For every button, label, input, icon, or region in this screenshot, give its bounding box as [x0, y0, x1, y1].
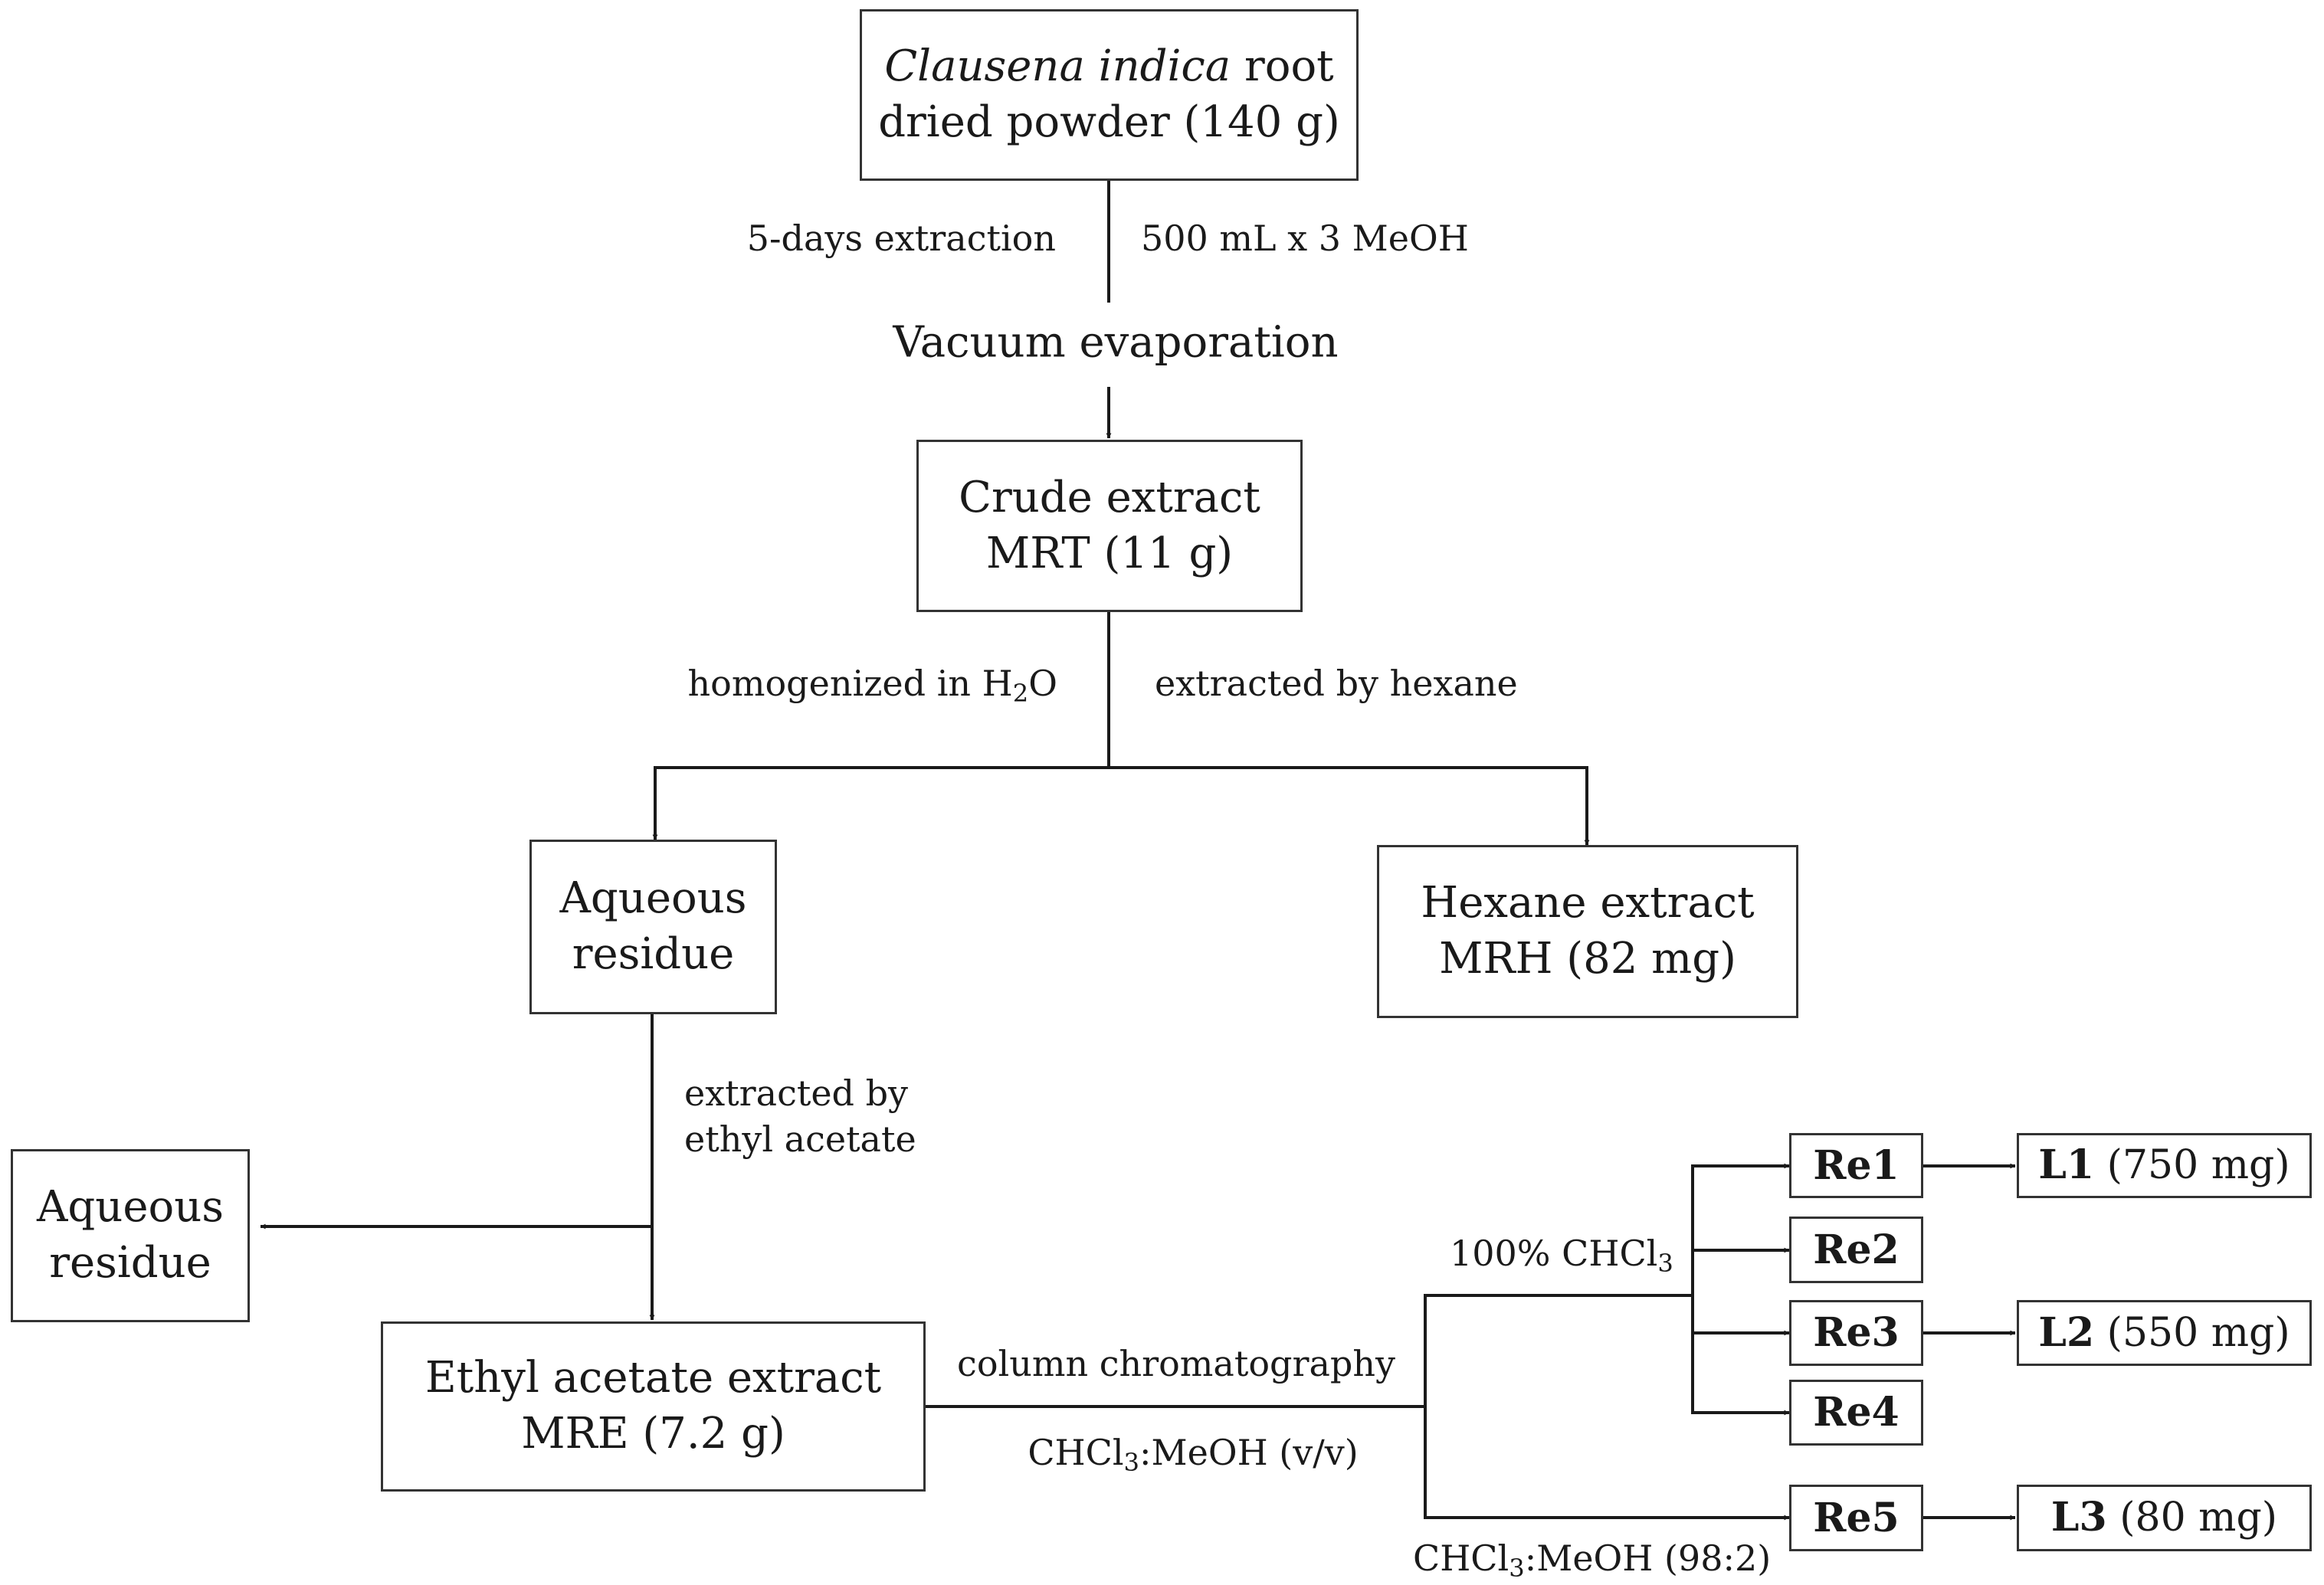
ethyl-acetate-extract-line1: Ethyl acetate extract	[424, 1353, 882, 1403]
mobile-phase-label: CHCl3:MeOH (v/v)	[1028, 1430, 1358, 1476]
fraction-re2-box: Re2	[1789, 1217, 1923, 1283]
crude-extract-line1: Crude extract	[959, 472, 1260, 522]
root-word: root	[1231, 41, 1334, 92]
compound-l2-name: L2	[2038, 1308, 2095, 1356]
chcl3-100-label: 100% CHCl3	[1450, 1231, 1673, 1277]
fraction-re2-label: Re2	[1813, 1226, 1900, 1273]
compound-l3-box: L3 (80 mg)	[2017, 1485, 2312, 1551]
vacuum-evaporation-label: Vacuum evaporation	[893, 317, 1339, 368]
aqueous-residue-2-line2: residue	[49, 1238, 211, 1288]
column-chromatography-label: column chromatography	[957, 1343, 1395, 1385]
compound-l2-line: L2 (550 mg)	[2038, 1307, 2290, 1360]
fraction-re4-label: Re4	[1813, 1389, 1900, 1436]
mobile-phase-text: CHCl	[1028, 1432, 1124, 1474]
homogenized-label: homogenized in H2O	[688, 661, 1057, 707]
hexane-extract-line2: MRH (82 mg)	[1439, 934, 1736, 984]
fraction-re1-box: Re1	[1789, 1133, 1923, 1198]
mobile-phase-subscript: 3	[1123, 1448, 1140, 1478]
fraction-re4-box: Re4	[1789, 1380, 1923, 1446]
extraction-time-label: 5-days extraction	[746, 218, 1056, 260]
compound-l3-amount: (80 mg)	[2106, 1495, 2278, 1541]
mobile-phase-text-end: :MeOH (v/v)	[1139, 1432, 1359, 1474]
species-name: Clausena indica	[884, 41, 1231, 92]
homogenized-text-end: O	[1028, 663, 1057, 705]
aqueous-residue-1-line2: residue	[572, 929, 735, 979]
extracted-ethyl-line1: extracted by	[684, 1072, 909, 1114]
aqueous-residue-2-box: Aqueous residue	[11, 1149, 250, 1322]
compound-l1-name: L1	[2038, 1141, 2095, 1189]
aqueous-residue-1-box: Aqueous residue	[529, 840, 777, 1014]
compound-l3-line: L3 (80 mg)	[2051, 1492, 2277, 1544]
root-powder-box: Clausena indica root dried powder (140 g…	[860, 9, 1359, 181]
fraction-re1-label: Re1	[1813, 1141, 1900, 1189]
homogenized-subscript: 2	[1012, 679, 1029, 709]
aqueous-residue-1-line1: Aqueous	[559, 873, 747, 924]
compound-l2-amount: (550 mg)	[2094, 1309, 2290, 1356]
fraction-re5-box: Re5	[1789, 1485, 1923, 1551]
compound-l2-box: L2 (550 mg)	[2017, 1300, 2312, 1366]
compound-l1-box: L1 (750 mg)	[2017, 1133, 2312, 1198]
chcl3-100-subscript: 3	[1657, 1249, 1673, 1279]
chcl3-982-text: CHCl	[1413, 1538, 1509, 1580]
hexane-extract-box: Hexane extract MRH (82 mg)	[1377, 845, 1798, 1018]
ethyl-acetate-extract-line2: MRE (7.2 g)	[521, 1409, 785, 1459]
fraction-re3-label: Re3	[1813, 1309, 1900, 1357]
compound-l1-amount: (750 mg)	[2094, 1142, 2290, 1189]
chcl3-982-label: CHCl3:MeOH (98:2)	[1413, 1536, 1771, 1582]
root-powder-line1: Clausena indica root	[884, 39, 1333, 95]
extracted-hexane-label: extracted by hexane	[1155, 663, 1518, 705]
hexane-extract-line1: Hexane extract	[1421, 878, 1755, 928]
crude-extract-line2: MRT (11 g)	[985, 528, 1234, 578]
compound-l3-name: L3	[2050, 1494, 2107, 1541]
chcl3-982-text-end: :MeOH (98:2)	[1524, 1538, 1772, 1580]
extracted-ethyl-acetate-label: extracted by ethyl acetate	[684, 1071, 916, 1163]
extraction-solvent-label: 500 mL x 3 MeOH	[1141, 218, 1469, 260]
aqueous-residue-2-line1: Aqueous	[36, 1182, 224, 1233]
crude-extract-box: Crude extract MRT (11 g)	[916, 440, 1303, 612]
chcl3-982-subscript: 3	[1509, 1554, 1525, 1583]
fraction-re3-box: Re3	[1789, 1300, 1923, 1366]
homogenized-text: homogenized in H	[687, 663, 1013, 705]
root-powder-line2: dried powder (140 g)	[878, 97, 1340, 147]
ethyl-acetate-extract-box: Ethyl acetate extract MRE (7.2 g)	[381, 1321, 926, 1492]
chcl3-100-text: 100% CHCl	[1450, 1233, 1658, 1275]
compound-l1-line: L1 (750 mg)	[2038, 1139, 2290, 1192]
fraction-re5-label: Re5	[1813, 1494, 1900, 1541]
extracted-ethyl-line2: ethyl acetate	[684, 1118, 916, 1160]
